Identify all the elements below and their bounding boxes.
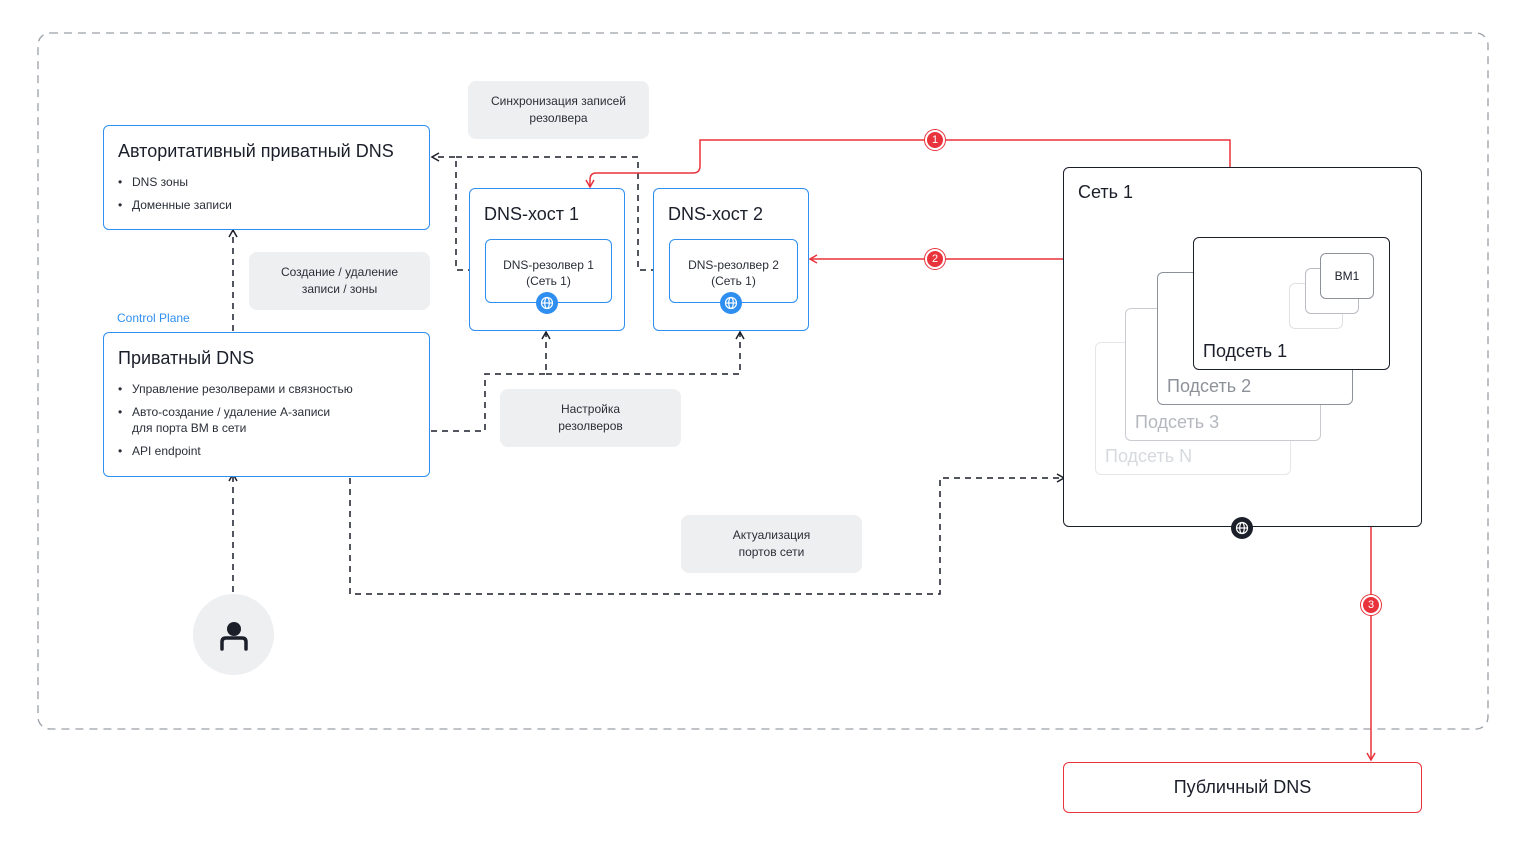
configure-resolvers-arrow-1 [431, 330, 551, 432]
subnet-3-label: Подсеть 3 [1135, 412, 1220, 432]
control-plane-label: Control Plane [117, 311, 190, 325]
subnet-1-label: Подсеть 1 [1203, 341, 1288, 361]
list-item: API endpoint [118, 443, 353, 459]
globe-icon [536, 292, 558, 314]
user-icon [219, 621, 248, 651]
public-dns-box: Публичный DNS [1063, 762, 1422, 813]
authoritative-dns-title: Авторитативный приватный DNS [118, 141, 394, 161]
user-avatar [193, 594, 274, 675]
network-1-title: Сеть 1 [1078, 182, 1134, 202]
private-dns-box: Приватный DNS Управление резолверами и с… [103, 332, 430, 477]
configure-note: Настройка резолверов [500, 389, 681, 447]
subnet-2-label: Подсеть 2 [1167, 376, 1252, 396]
list-item: Доменные записи [118, 197, 232, 213]
private-dns-title: Приватный DNS [118, 348, 255, 368]
list-item: Авто-создание / удаление А-записи для по… [118, 404, 353, 436]
globe-icon [720, 292, 742, 314]
vm-1-label: ВМ1 [1334, 269, 1360, 283]
update-ports-note: Актуализация портов сети [681, 515, 862, 573]
step-3-marker: 3 [1361, 595, 1381, 615]
subnet-n-label: Подсеть N [1105, 446, 1193, 466]
list-item: Управление резолверами и связностью [118, 381, 353, 397]
step-2-marker: 2 [925, 249, 945, 269]
vm-1: ВМ1 [1320, 253, 1374, 299]
private-cloud-boundary [37, 32, 1489, 730]
create-delete-note: Создание / удаление записи / зоны [249, 252, 430, 310]
dns-host-1-title: DNS-хост 1 [484, 204, 580, 224]
authoritative-dns-box: Авторитативный приватный DNS DNS зоны До… [103, 125, 430, 230]
sync-note: Синхронизация записей резолвера [468, 81, 649, 139]
authoritative-dns-list: DNS зоны Доменные записи [118, 174, 232, 220]
update-ports-arrow [349, 473, 1066, 595]
private-dns-list: Управление резолверами и связностью Авто… [118, 381, 353, 466]
configure-resolvers-arrow-2 [546, 330, 745, 375]
dns-host-2-title: DNS-хост 2 [668, 204, 764, 224]
list-item: DNS зоны [118, 174, 232, 190]
globe-icon [1231, 517, 1253, 539]
step-1-marker: 1 [925, 130, 945, 150]
flow-1-line [585, 139, 1231, 238]
public-dns-title: Публичный DNS [1173, 777, 1312, 797]
